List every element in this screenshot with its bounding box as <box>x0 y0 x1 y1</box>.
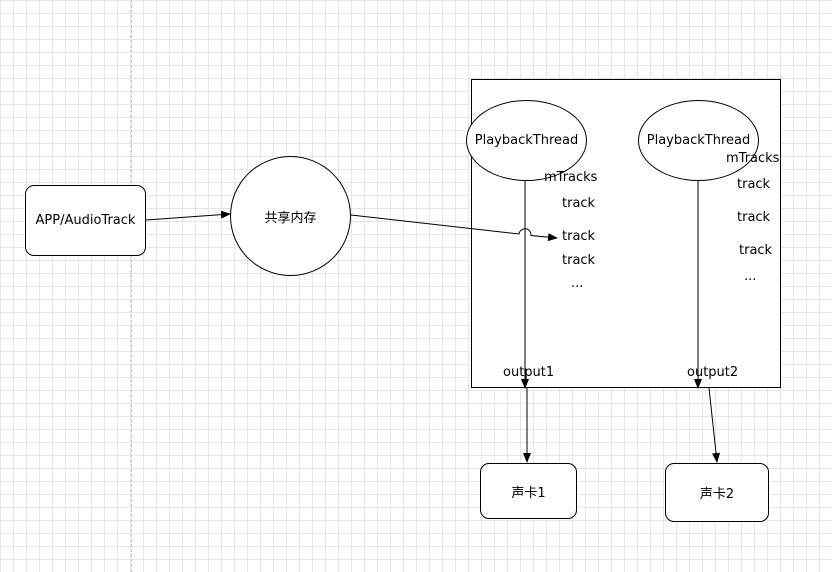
output2-to-sound-card-2-arrow <box>708 387 721 463</box>
thread1-track-3: track <box>562 253 596 268</box>
sound-card-1-box: 声卡1 <box>480 463 577 519</box>
sound-card-2-label: 声卡2 <box>699 487 735 502</box>
shared-memory-label: 共享内存 <box>264 210 317 226</box>
thread1-output-label: output1 <box>503 365 555 380</box>
app-audiotrack-label: APP/AudioTrack <box>35 213 136 228</box>
thread1-track-2: track <box>562 229 596 244</box>
sound-card-2-box: 声卡2 <box>665 463 769 522</box>
shared-memory-node: 共享内存 <box>230 156 351 276</box>
playback-thread-1-node: PlaybackThread <box>466 100 587 181</box>
thread2-mtracks-label: mTracks <box>726 151 780 166</box>
thread2-output-label: output2 <box>687 365 739 380</box>
app-to-shared-memory-arrow <box>145 210 231 221</box>
thread1-mtracks-label: mTracks <box>544 170 598 185</box>
thread1-more-tracks: ... <box>571 276 584 291</box>
thread2-track-3: track <box>739 243 773 258</box>
thread2-more-tracks: ... <box>744 269 757 284</box>
playback-thread-2-label: PlaybackThread <box>646 133 751 148</box>
sound-card-1-label: 声卡1 <box>511 485 546 501</box>
playback-thread-1-label: PlaybackThread <box>474 133 579 148</box>
page-boundary-guide <box>131 0 132 572</box>
app-audiotrack-box: APP/AudioTrack <box>25 185 146 256</box>
thread2-track-1: track <box>737 177 771 192</box>
thread1-track-1: track <box>562 196 596 211</box>
thread2-track-2: track <box>737 210 771 225</box>
shared-memory-to-track-arrow <box>350 214 558 242</box>
playback-thread-2-node: PlaybackThread <box>638 100 759 181</box>
